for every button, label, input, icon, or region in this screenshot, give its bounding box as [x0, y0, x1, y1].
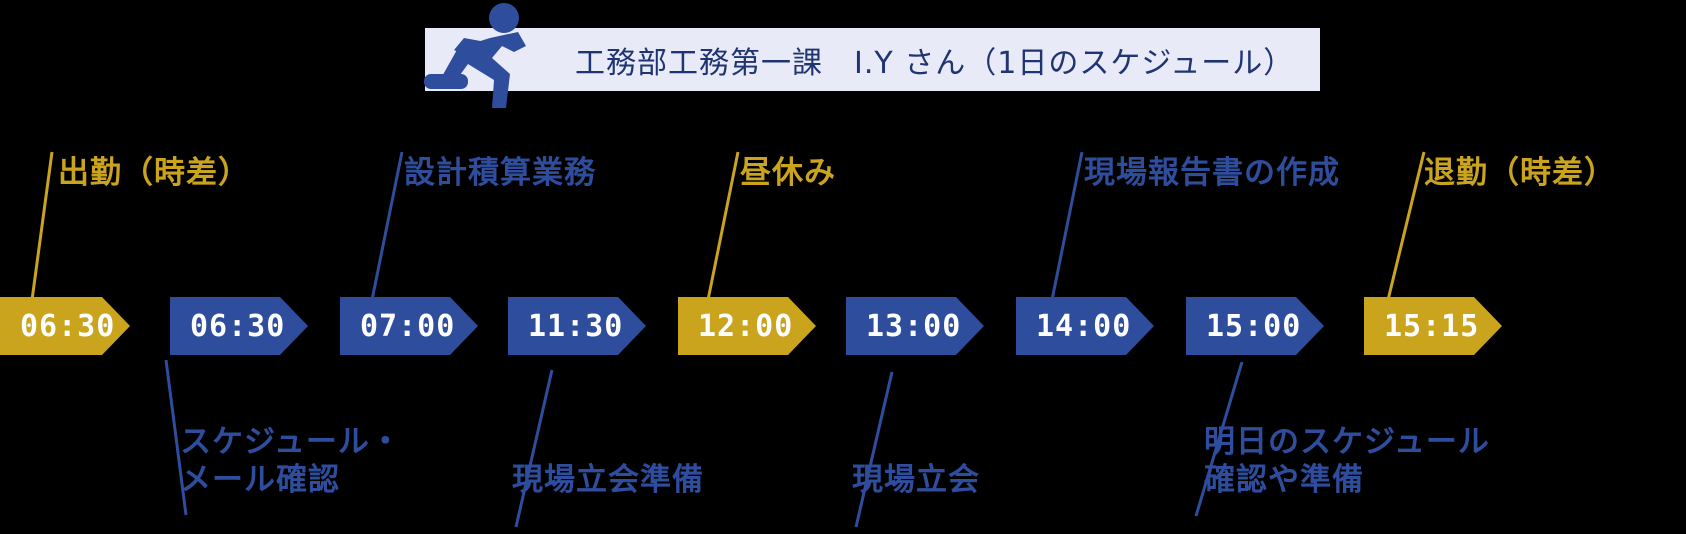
- timeline-label-1-line2: メール確認: [180, 461, 340, 498]
- timeline-chevron-6: 14:00: [1016, 297, 1154, 355]
- timeline-time-0: 06:30: [20, 308, 116, 344]
- timeline-time-6: 14:00: [1036, 308, 1132, 344]
- page-title: 工務部工務第一課 I.Y さん（1日のスケジュール）: [575, 45, 1295, 81]
- timeline-label-7: 明日のスケジュール 確認や準備: [1204, 424, 1490, 500]
- timeline-label-1-line1: スケジュール・: [180, 424, 402, 460]
- title-banner: 工務部工務第一課 I.Y さん（1日のスケジュール）: [425, 28, 1320, 91]
- timeline-chevron-8: 15:15: [1364, 297, 1502, 355]
- timeline-time-2: 07:00: [360, 308, 456, 344]
- timeline-time-5: 13:00: [866, 308, 962, 344]
- timeline-chevron-2: 07:00: [340, 297, 478, 355]
- timeline-chevron-5: 13:00: [846, 297, 984, 355]
- timeline-chevron-4: 12:00: [678, 297, 816, 355]
- timeline-label-1: スケジュール・ メール確認: [180, 424, 402, 500]
- timeline-chevron-3: 11:30: [508, 297, 646, 355]
- timeline-label-8: 退勤（時差）: [1424, 155, 1616, 191]
- timeline-label-0: 出勤（時差）: [58, 155, 250, 191]
- timeline-chevron-1: 06:30: [170, 297, 308, 355]
- timeline-label-4: 昼休み: [740, 155, 836, 191]
- running-person-icon: [424, 3, 526, 108]
- timeline-time-1: 06:30: [190, 308, 286, 344]
- timeline-chevron-7: 15:00: [1186, 297, 1324, 355]
- timeline-time-3: 11:30: [528, 308, 624, 344]
- timeline-time-7: 15:00: [1206, 308, 1302, 344]
- timeline-label-7-line1: 明日のスケジュール: [1204, 424, 1490, 460]
- timeline-label-2: 設計積算業務: [404, 155, 596, 191]
- timeline-label-3: 現場立会準備: [512, 462, 704, 498]
- timeline-time-4: 12:00: [698, 308, 794, 344]
- timeline-label-7-line2: 確認や準備: [1204, 461, 1364, 498]
- timeline-time-8: 15:15: [1384, 308, 1480, 344]
- timeline-label-6: 現場報告書の作成: [1084, 155, 1340, 191]
- timeline-chevron-0: 06:30: [0, 297, 130, 355]
- timeline-label-5: 現場立会: [852, 462, 980, 498]
